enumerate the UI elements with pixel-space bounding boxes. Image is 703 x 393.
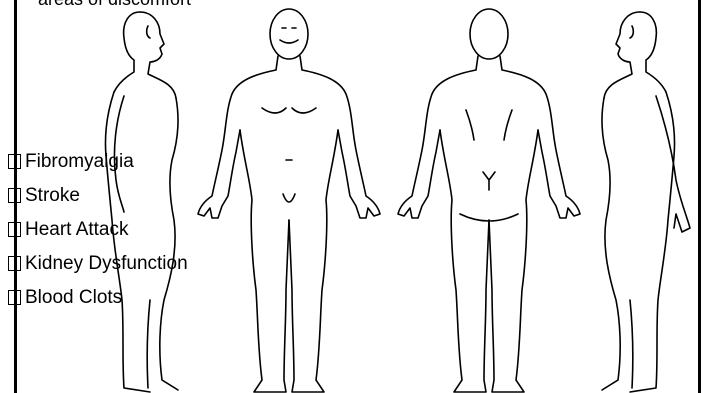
condition-kidney-dysfunction[interactable]: Kidney Dysfunction bbox=[8, 247, 188, 281]
blood-clots-checkbox[interactable] bbox=[8, 290, 21, 305]
condition-heart-attack[interactable]: Heart Attack bbox=[8, 213, 188, 247]
condition-blood-clots[interactable]: Blood Clots bbox=[8, 281, 188, 315]
blood-clots-label: Blood Clots bbox=[25, 287, 122, 309]
heart-attack-checkbox[interactable] bbox=[8, 222, 21, 237]
fibromyalgia-checkbox[interactable] bbox=[8, 154, 21, 169]
back-view-figure bbox=[398, 9, 580, 392]
condition-fibromyalgia[interactable]: Fibromyalgia bbox=[8, 145, 188, 179]
condition-stroke[interactable]: Stroke bbox=[8, 179, 188, 213]
stroke-checkbox[interactable] bbox=[8, 188, 21, 203]
kidney-dysfunction-checkbox[interactable] bbox=[8, 256, 21, 271]
medical-conditions-checklist: Fibromyalgia Stroke Heart Attack Kidney … bbox=[8, 145, 188, 315]
kidney-dysfunction-label: Kidney Dysfunction bbox=[25, 253, 188, 275]
side-view-figure-right bbox=[602, 12, 690, 392]
front-view-figure bbox=[198, 9, 380, 392]
stroke-label: Stroke bbox=[25, 185, 80, 207]
heart-attack-label: Heart Attack bbox=[25, 219, 129, 241]
fibromyalgia-label: Fibromyalgia bbox=[25, 151, 134, 173]
